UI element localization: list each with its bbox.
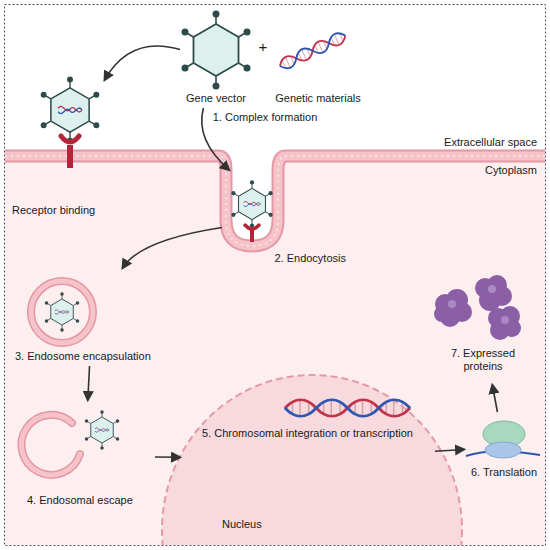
- endosomal-escape-step: 4. Endosomal escape: [15, 400, 155, 512]
- nucleus: 5. Chromosomal integration or transcript…: [180, 375, 435, 543]
- cytoplasm-region: Cytoplasm 3. Endosome encapsulation 4. End…: [5, 160, 545, 545]
- receptor-stem: [250, 230, 254, 242]
- vector-complex-icon: [231, 180, 272, 227]
- step-label: 1. Complex formation: [205, 110, 325, 124]
- receptor-stem: [67, 145, 73, 168]
- node-label: Cytoplasm: [455, 164, 537, 177]
- cell-membrane-outline: [5, 156, 545, 246]
- flow-arrow: [155, 456, 180, 458]
- chromosome-dna: [285, 400, 410, 417]
- endosome-membrane: [31, 281, 93, 343]
- protein-blob: [434, 289, 472, 327]
- broken-endosome: [21, 415, 80, 475]
- gene-vector-icon: [182, 11, 251, 90]
- flow-arrow: [202, 108, 229, 170]
- flow-arrow: [492, 385, 497, 412]
- flow-arrow: [435, 449, 464, 451]
- endocytosis-step: 2. Endocytosis: [222, 170, 346, 266]
- broken-endosome-outline: [21, 415, 80, 475]
- extracellular-region: Extracellular spaceGene vectorGenetic ma…: [5, 5, 545, 155]
- ribosome-small-subunit: [485, 442, 521, 458]
- endosome-step: 3. Endosome encapsulation: [12, 268, 172, 366]
- flow-arrow: [105, 46, 180, 80]
- node-label: 5. Chromosomal integration or transcript…: [180, 427, 435, 440]
- nucleus-envelope: [162, 375, 462, 545]
- translation-step: 6. Translation: [464, 412, 544, 482]
- receptor-symbol: [245, 225, 259, 229]
- protein-highlight: [448, 285, 509, 324]
- node-label: Extracellular space: [425, 136, 537, 149]
- figure-frame: [5, 5, 546, 546]
- node-label: Receptor binding: [12, 204, 118, 217]
- node-label: 6. Translation: [464, 466, 544, 479]
- node-label: 2. Endocytosis: [266, 252, 346, 265]
- node-label: Gene vector: [176, 92, 256, 105]
- dna-strand: [277, 30, 347, 71]
- node-label: Nucleus: [222, 518, 302, 531]
- vector-complex-icon: [85, 410, 120, 450]
- node-label: Genetic materials: [268, 92, 368, 105]
- node-label: 3. Endosome encapsulation: [15, 350, 170, 363]
- nucleus-shape: [162, 375, 462, 545]
- gene-vector: Gene vector: [180, 12, 252, 108]
- node-label: 4. Endosomal escape: [27, 494, 153, 507]
- endosome-outline: [31, 281, 93, 343]
- protein-blob: [475, 275, 512, 311]
- membrane-lipids: [5, 156, 545, 246]
- receptor-binding-step: Receptor binding: [10, 80, 120, 220]
- flow-arrow: [88, 366, 90, 400]
- vector-complex-icon: [41, 76, 100, 143]
- node-label: 7. Expressed proteins: [443, 347, 523, 373]
- protein-blob: [488, 306, 521, 340]
- plus-sign: +: [256, 38, 270, 56]
- cell-membrane: [5, 156, 545, 246]
- receptor-symbol: [61, 136, 79, 142]
- vector-complex-icon: [45, 292, 80, 332]
- flow-arrow: [123, 227, 222, 268]
- expressed-proteins: 7. Expressed proteins: [425, 280, 540, 385]
- genetic-materials: Genetic materials: [268, 12, 368, 108]
